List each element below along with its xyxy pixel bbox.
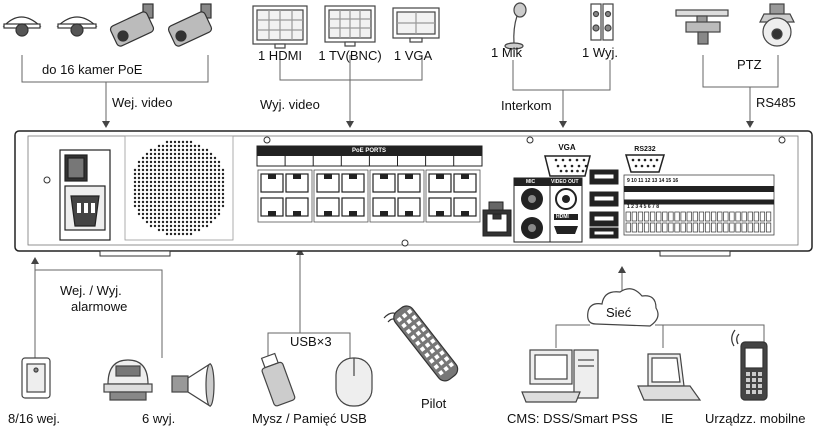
hdmi-port-label: HDMI	[556, 214, 569, 220]
remote-control-icon	[383, 305, 459, 382]
bullet-camera-icon	[109, 3, 155, 47]
remote-label: Pilot	[421, 396, 447, 411]
power-socket-icon	[64, 185, 106, 231]
vga-port-label: VGA	[558, 143, 576, 152]
usb-flash-drive-icon	[260, 352, 296, 407]
ptz-label: PTZ	[737, 57, 762, 72]
mobile-devices-label: Urządzz. mobilne	[705, 411, 806, 426]
alarm-siren-horn-icon	[171, 362, 215, 408]
poe-ports-label: PoE PORTS	[351, 148, 387, 154]
ie-label: IE	[661, 411, 674, 426]
usb-ports-block	[589, 169, 619, 239]
fan-vent-icon	[124, 135, 234, 241]
alarm-io-label-line1: Wej. / Wyj.	[60, 283, 122, 298]
dome-camera-icon	[2, 16, 42, 37]
connector-lines-top	[21, 55, 779, 126]
alarm-outputs-label: 6 wyj.	[142, 411, 176, 426]
speaker-icon	[590, 3, 614, 41]
speed-dome-camera-icon	[759, 3, 795, 47]
tv-monitor-icon	[324, 5, 376, 47]
hdmi-monitor-label: 1 HDMI	[257, 48, 303, 63]
cms-label: CMS: DSS/Smart PSS	[507, 411, 638, 426]
lan-port-icon	[482, 201, 512, 237]
tv-monitor-label: 1 TV(BNC)	[318, 48, 382, 63]
speaker-label: 1 Wyj.	[582, 45, 618, 60]
terminal-bottom-numbers: 1 2 3 4 5 6 7 8	[627, 204, 659, 210]
usb-count-label: USB×3	[290, 334, 332, 349]
network-label: Sieć	[606, 305, 632, 320]
alarm-io-label-line2: alarmowe	[71, 299, 128, 314]
intercom-label: Interkom	[501, 98, 552, 113]
alarm-inputs-label: 8/16 wej.	[8, 411, 61, 426]
rs485-label: RS485	[756, 95, 796, 110]
poe-ports-block	[256, 145, 483, 223]
audio-io-block	[513, 177, 551, 243]
connector-lines-bottom	[34, 250, 765, 360]
dome-camera-icon	[56, 16, 98, 37]
terminal-top-numbers: 9 10 11 12 13 14 15 16	[627, 178, 679, 184]
alarm-terminal-block	[623, 174, 775, 236]
alarm-input-sensor-icon	[21, 357, 51, 399]
video-output-label: Wyj. video	[260, 97, 320, 112]
vga-monitor-label: 1 VGA	[393, 48, 433, 63]
laptop-icon	[637, 353, 702, 401]
mic-port-label: MIC	[526, 179, 536, 185]
microphone-label: 1 Mik	[491, 45, 523, 60]
usb-devices-label: Mysz / Pamięć USB	[252, 411, 367, 426]
usb-mouse-icon	[335, 357, 373, 407]
rs232-port-icon	[624, 154, 666, 173]
vga-monitor-icon	[392, 7, 440, 43]
cms-computer-icon	[521, 349, 599, 403]
video-out-port-label: VIDEO OUT	[551, 179, 579, 185]
cameras-label: do 16 kamer PoE	[42, 62, 143, 77]
vga-port-icon	[544, 155, 591, 177]
alarm-siren-light-icon	[103, 359, 153, 401]
video-out-block	[549, 177, 583, 243]
network-cloud-icon	[587, 288, 659, 327]
mobile-phone-icon	[731, 329, 768, 401]
video-input-label: Wej. video	[112, 95, 173, 110]
microphone-icon	[504, 2, 527, 50]
rs232-port-label: RS232	[634, 146, 656, 153]
ptz-camera-icon	[675, 9, 729, 45]
hdmi-monitor-icon	[252, 5, 308, 49]
bullet-camera-icon	[167, 3, 213, 47]
